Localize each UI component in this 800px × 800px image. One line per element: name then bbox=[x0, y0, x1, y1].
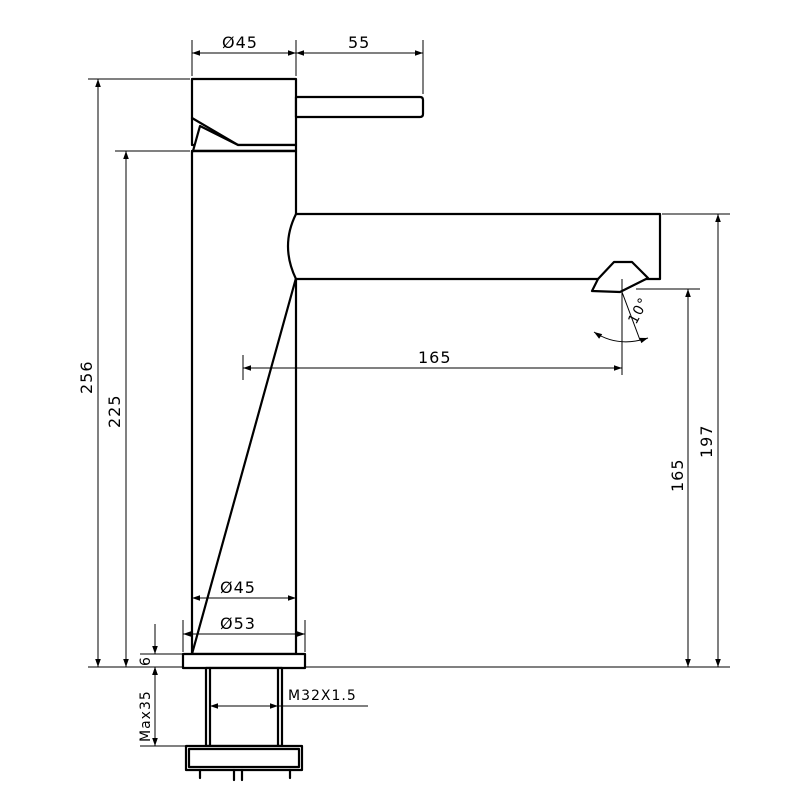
threaded-shank bbox=[204, 666, 284, 748]
label-spout-reach: 165 bbox=[418, 348, 452, 367]
dim-angle-arc bbox=[593, 331, 649, 344]
handle-lever bbox=[294, 95, 425, 119]
label-spout-top-height: 197 bbox=[697, 424, 716, 458]
label-overall-height: 256 bbox=[77, 360, 96, 394]
base-flange bbox=[181, 652, 307, 670]
label-thread-size: M32X1.5 bbox=[288, 688, 357, 704]
spout bbox=[286, 212, 662, 281]
label-max-thickness: Max35 bbox=[138, 690, 154, 742]
label-outlet-height: 165 bbox=[668, 458, 687, 492]
label-base-diameter: Ø53 bbox=[220, 614, 256, 633]
label-top-diameter: Ø45 bbox=[222, 33, 258, 52]
label-spout-angle: 10° bbox=[625, 295, 652, 327]
faucet-body-group bbox=[181, 77, 662, 782]
locking-nut-inner bbox=[187, 747, 301, 769]
label-handle-length: 55 bbox=[348, 33, 370, 52]
label-body-height: 225 bbox=[105, 394, 124, 428]
handle-cap-underside bbox=[191, 124, 298, 153]
dimension-lines bbox=[88, 40, 730, 747]
spout-aerator bbox=[590, 260, 650, 294]
dimension-labels: Ø45 55 256 225 165 10° 165 197 Ø45 Ø53 6… bbox=[77, 33, 716, 742]
label-base-thickness: 6 bbox=[138, 656, 154, 666]
label-body-diameter: Ø45 bbox=[220, 578, 256, 597]
